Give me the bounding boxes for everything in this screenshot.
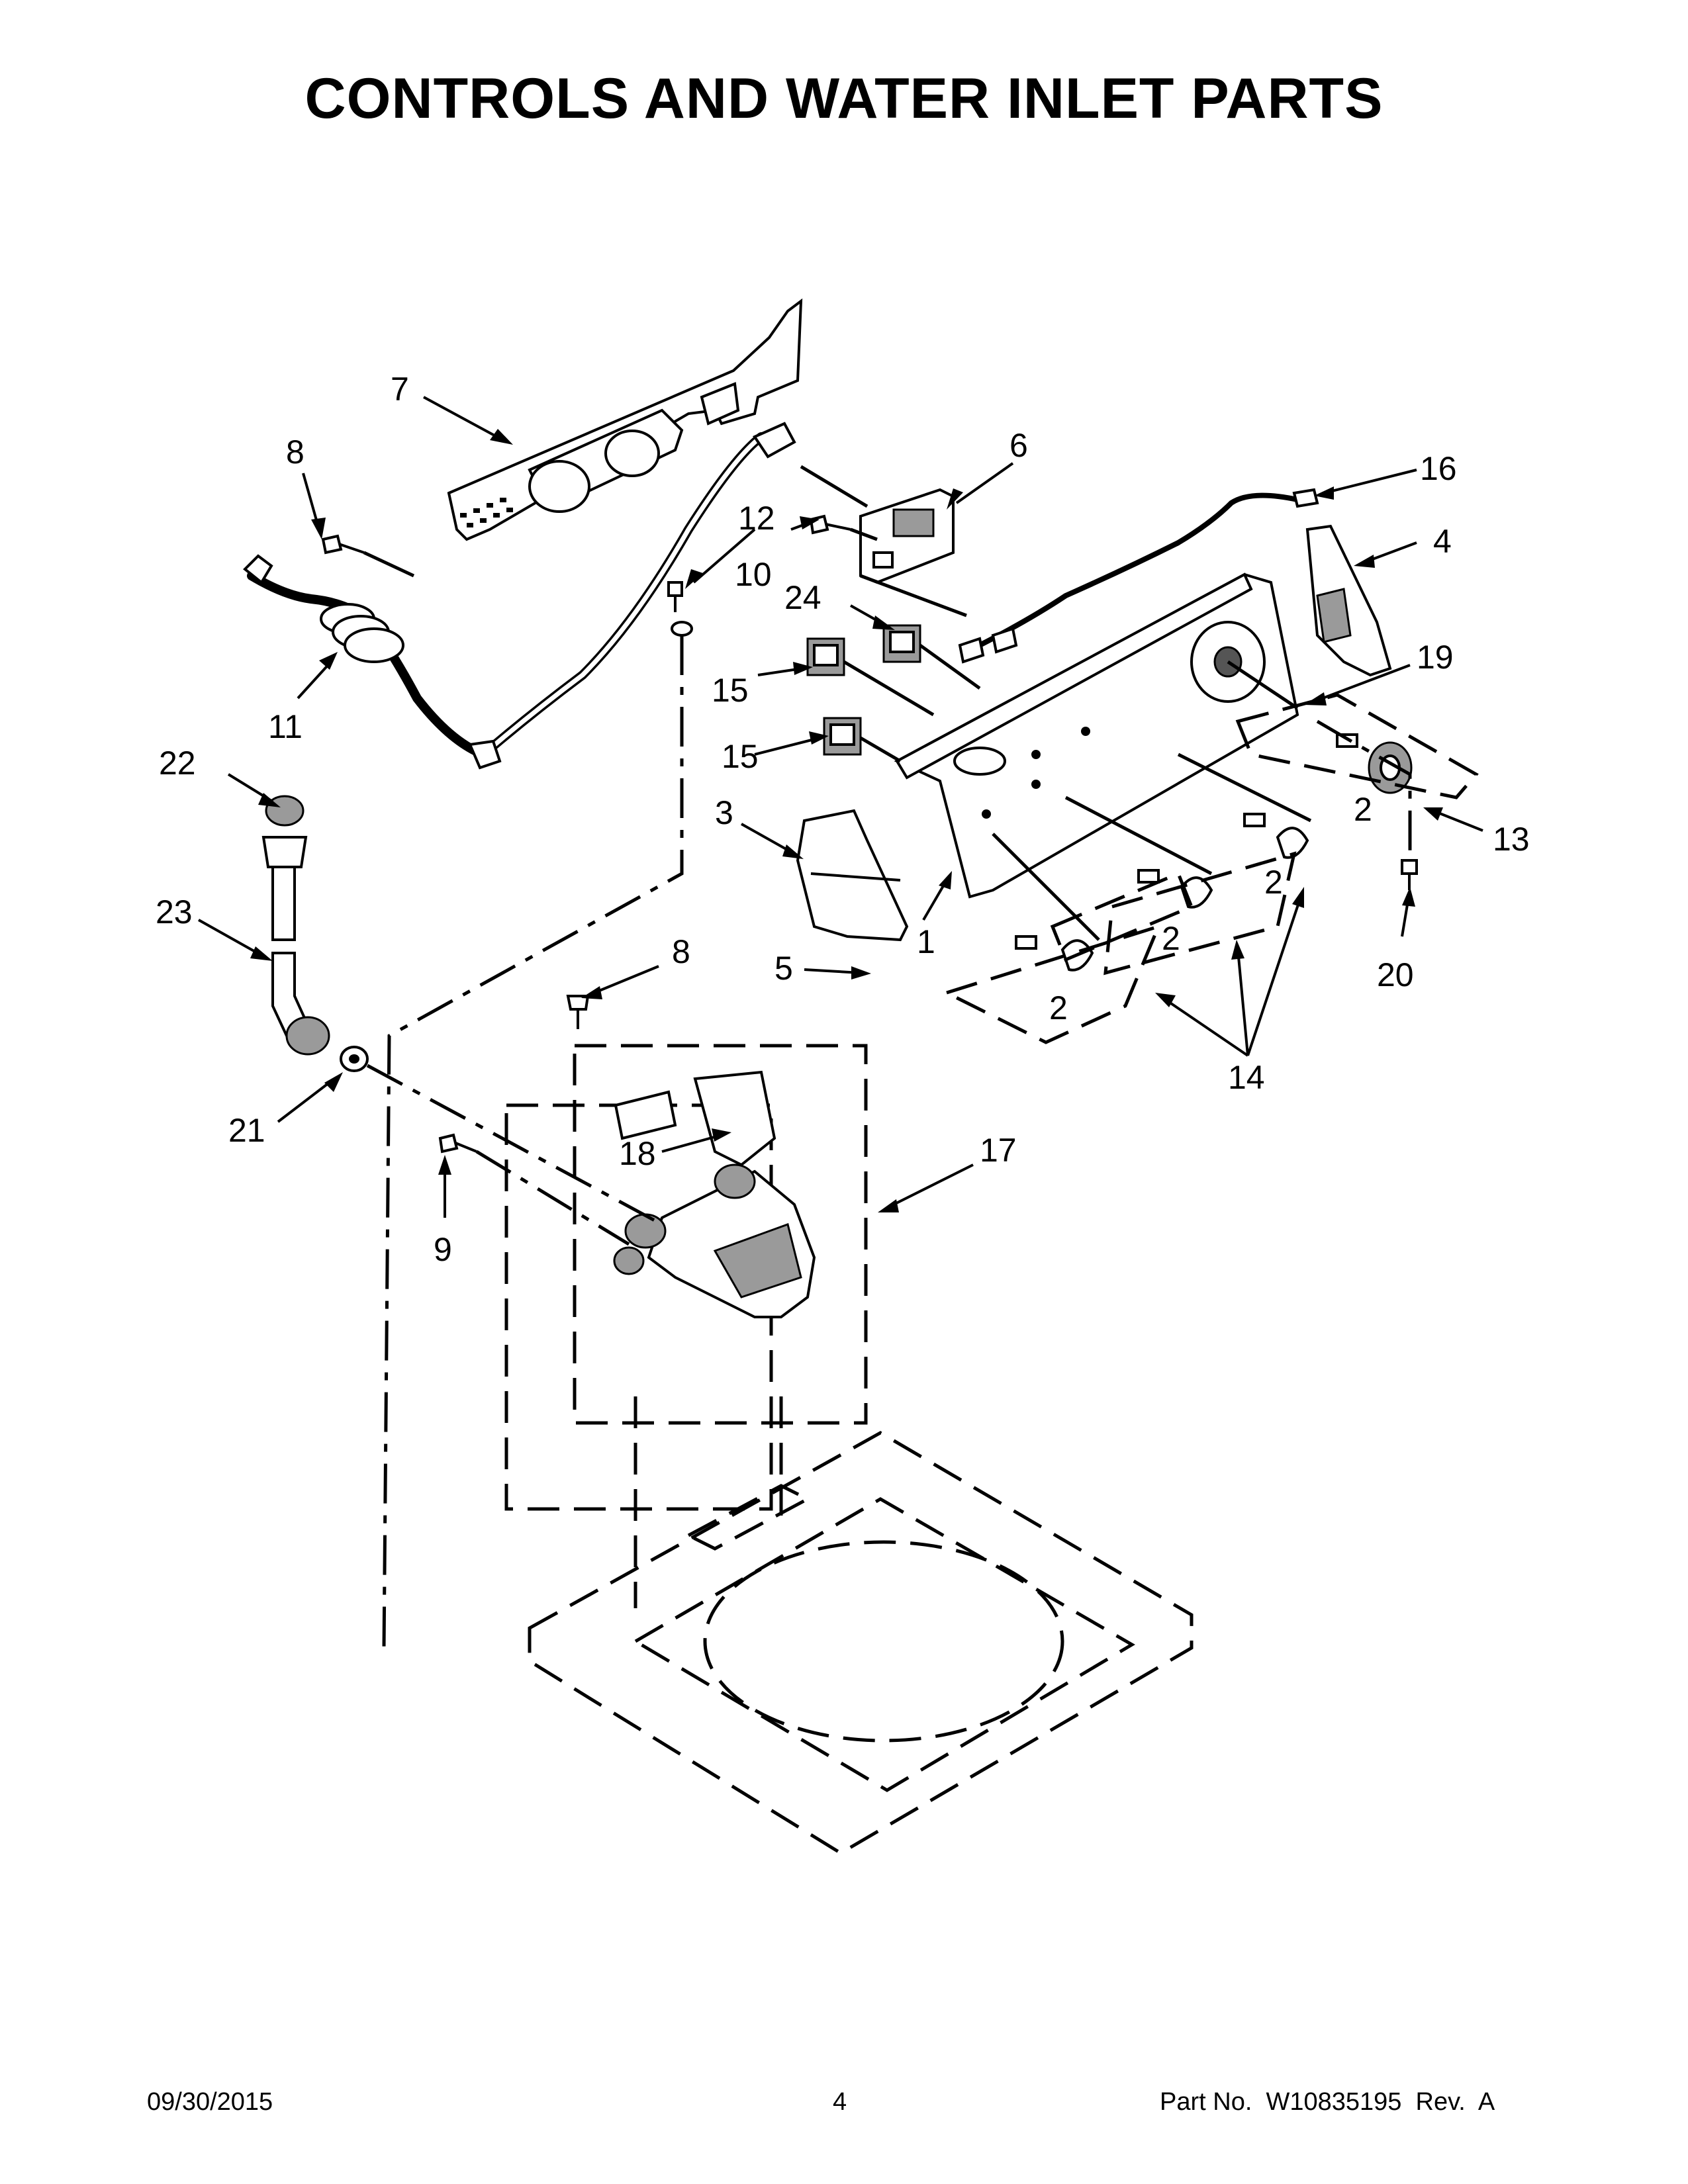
screws — [321, 514, 1418, 1154]
callout-12: 12 — [738, 500, 775, 537]
callout-7: 7 — [391, 371, 409, 408]
leader-arrows — [198, 396, 1483, 1218]
callout-15-top: 15 — [712, 672, 749, 709]
callout-11: 11 — [268, 708, 303, 745]
callout-20: 20 — [1377, 956, 1414, 993]
callout-15-bottom: 15 — [722, 738, 759, 775]
callout-22: 22 — [159, 745, 196, 782]
callout-13: 13 — [1493, 821, 1530, 858]
power-cord — [243, 422, 796, 770]
console-end-cap-left — [796, 809, 909, 942]
assembly-lines — [363, 465, 1479, 1649]
fill-hose — [261, 795, 369, 1072]
control-board — [859, 488, 955, 584]
callout-10: 10 — [735, 556, 772, 593]
callout-21: 21 — [228, 1112, 265, 1149]
footer-page-number: 4 — [833, 2088, 847, 2116]
callout-23: 23 — [156, 893, 193, 931]
page-title: CONTROLS AND WATER INLET PARTS — [305, 67, 1383, 130]
footer-part-number: Part No. W10835195 Rev. A — [1160, 2088, 1495, 2116]
switches — [806, 624, 921, 756]
callout-2-d: 2 — [1049, 989, 1068, 1026]
console — [894, 572, 1299, 899]
console-end-cap — [1305, 524, 1392, 677]
callout-14: 14 — [1228, 1059, 1265, 1096]
callout-17: 17 — [980, 1132, 1017, 1169]
water-valve-assembly — [504, 1044, 868, 1511]
rear-console-panel — [447, 298, 803, 541]
callout-4: 4 — [1433, 523, 1452, 560]
callout-19: 19 — [1417, 639, 1454, 676]
cabinet-top — [528, 1431, 1194, 1855]
callout-9: 9 — [434, 1231, 452, 1268]
callout-2-a: 2 — [1354, 791, 1372, 828]
footer-date: 09/30/2015 — [147, 2088, 273, 2116]
callout-2-c: 2 — [1162, 920, 1180, 957]
callout-18: 18 — [619, 1135, 656, 1172]
callout-6: 6 — [1009, 427, 1028, 464]
callout-16: 16 — [1420, 450, 1457, 487]
callout-1: 1 — [917, 923, 935, 960]
callout-5: 5 — [774, 950, 793, 987]
callout-2-b: 2 — [1264, 864, 1283, 901]
wire-harness — [958, 488, 1319, 664]
callout-8-bottom: 8 — [672, 933, 690, 970]
callout-8-top: 8 — [286, 433, 305, 471]
callout-24: 24 — [784, 579, 821, 616]
callout-labels: 7 8 11 12 6 10 24 16 4 15 15 19 22 3 2 1… — [156, 371, 1530, 1268]
callout-3: 3 — [715, 794, 733, 831]
